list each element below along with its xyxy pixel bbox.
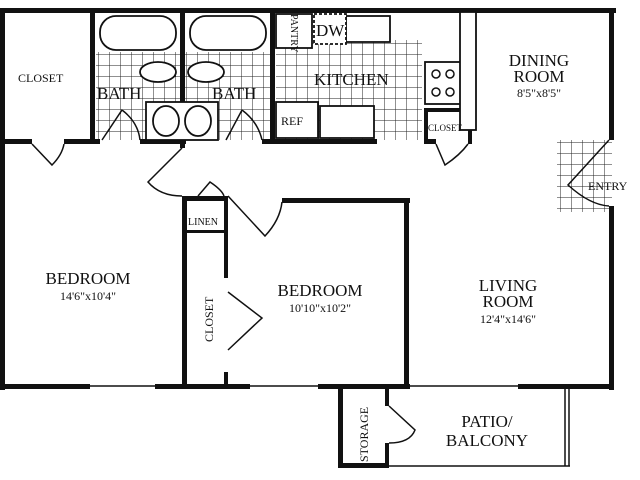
- entry-label: ENTRY: [588, 179, 628, 193]
- small-closet-label: CLOSET: [428, 123, 463, 133]
- dining-room-label-2: ROOM: [513, 67, 564, 86]
- refrigerator: [275, 101, 319, 139]
- toilet-2: [187, 61, 225, 83]
- dishwasher-label: DW: [316, 21, 345, 40]
- dishwasher: [313, 13, 347, 45]
- counter: [319, 105, 375, 139]
- toilet-1: [139, 61, 177, 83]
- bath-1-label: BATH: [97, 84, 141, 103]
- living-room-label: LIVING: [479, 276, 538, 295]
- fixtures: [99, 11, 477, 141]
- refrigerator-label: REF: [281, 114, 303, 128]
- walls: [0, 8, 616, 468]
- bedroom-1-dimensions: 14'6"x10'4": [60, 289, 116, 303]
- bedroom-2-closet-label: CLOSET: [202, 296, 216, 342]
- bedroom-1-label: BEDROOM: [45, 269, 130, 288]
- closet-label: CLOSET: [18, 71, 64, 85]
- kitchen-label: KITCHEN: [314, 70, 389, 89]
- doors: [31, 108, 610, 444]
- sink-1: [152, 105, 180, 137]
- stove: [424, 61, 462, 105]
- bedroom-2-label: BEDROOM: [277, 281, 362, 300]
- living-room-dimensions: 12'4"x14'6": [480, 312, 536, 326]
- bedroom-2-dimensions: 10'10"x10'2": [289, 301, 351, 315]
- bath-2-label: BATH: [212, 84, 256, 103]
- dining-room-dimensions: 8'5"x8'5": [517, 86, 561, 100]
- living-room-label-2: ROOM: [482, 292, 533, 311]
- storage-label: STORAGE: [357, 407, 371, 462]
- dining-room-label: DINING: [509, 51, 569, 70]
- kitchen-sink: [345, 15, 391, 43]
- linen-label: LINEN: [188, 217, 218, 228]
- balcony-label: BALCONY: [446, 431, 528, 450]
- patio-label: PATIO/: [461, 412, 513, 431]
- sink-2: [184, 105, 212, 137]
- bathtub-1: [99, 15, 177, 51]
- bathtub-2: [189, 15, 267, 51]
- pantry-label: PANTRY: [288, 14, 299, 53]
- pantry: [275, 13, 313, 49]
- counter-right: [459, 11, 477, 131]
